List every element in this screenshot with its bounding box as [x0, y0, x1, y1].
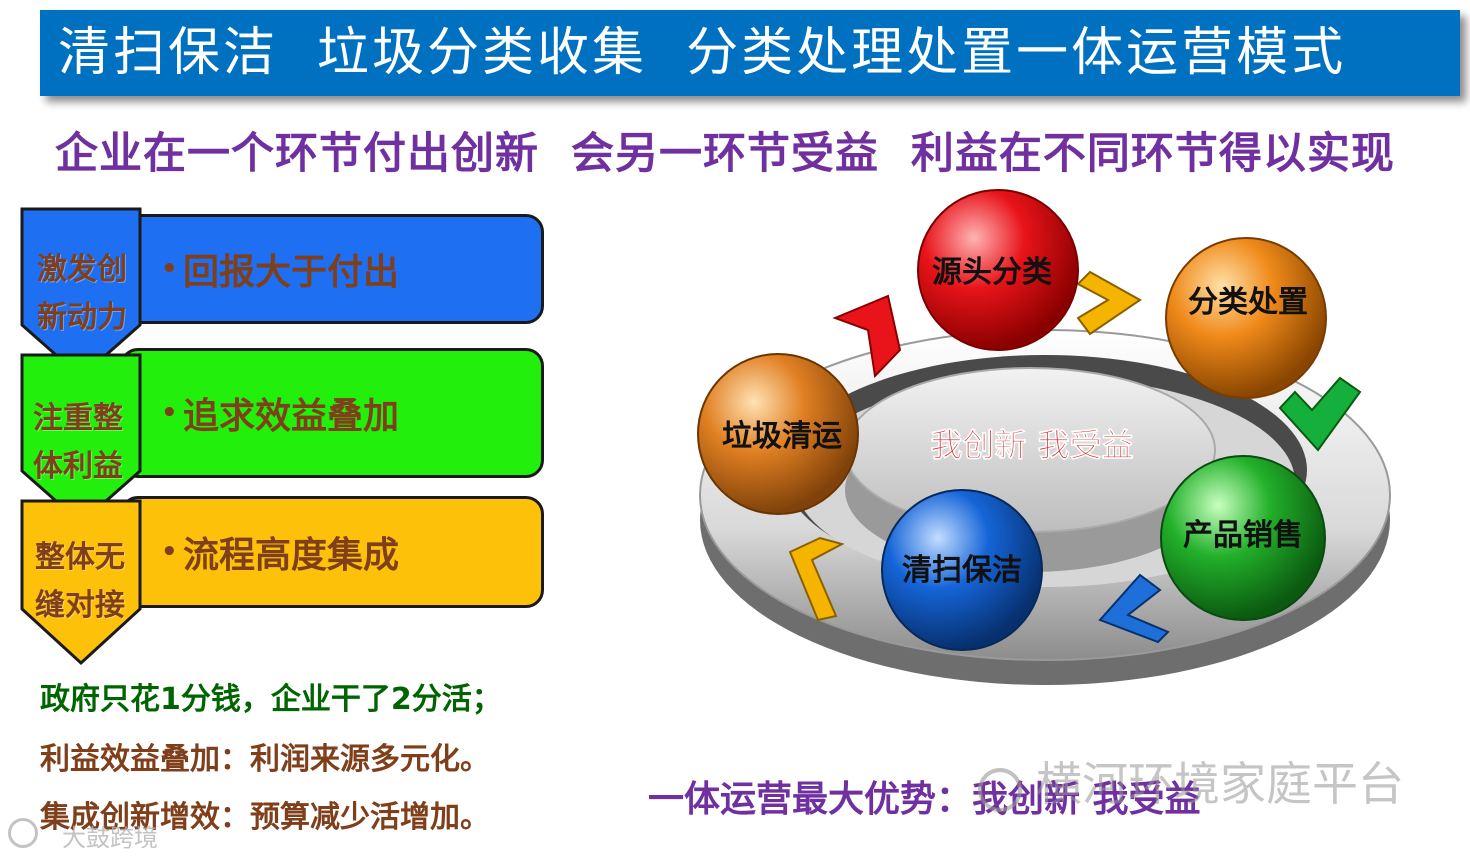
- node-product-sales-label: 产品销售: [1183, 518, 1303, 553]
- node-cleaning: 清扫保洁: [881, 489, 1043, 651]
- chevron-label-2: 注重整 体利益: [18, 395, 138, 491]
- row-box-3: • 流程高度集成: [120, 496, 544, 608]
- node-product-sales: 产品销售: [1160, 455, 1326, 621]
- chevron-label-2-line2: 体利益: [33, 449, 123, 484]
- page-subtitle: 企业在一个环节付出创新 会另一环节受益 利益在不同环节得以实现: [55, 129, 1395, 179]
- arrow-green-icon: [1278, 376, 1362, 452]
- chevron-label-3-line1: 整体无: [35, 540, 125, 575]
- node-waste-transport-label: 垃圾清运: [722, 419, 842, 454]
- row-bullet-text-3: 流程高度集成: [183, 535, 400, 576]
- chevron-label-2-line1: 注重整: [33, 401, 123, 436]
- node-waste-transport: 垃圾清运: [697, 353, 859, 515]
- node-source-sort: 源头分类: [917, 189, 1079, 351]
- chevron-label-1-line2: 新动力: [37, 300, 127, 335]
- watermark-small-text: 大鼓跨境: [62, 824, 158, 852]
- note-2: 利益效益叠加：利润来源多元化。: [40, 742, 490, 777]
- cycle-center-text: 我创新 我受益: [930, 426, 1133, 464]
- chevron-label-3: 整体无 缝对接: [20, 534, 140, 630]
- arrow-yellow-icon: [788, 536, 845, 622]
- arrow-red-icon: [832, 294, 902, 379]
- chevron-2-shape: [20, 353, 142, 525]
- row-bullet-text-2: 追求效益叠加: [183, 396, 400, 437]
- row-bullet-text-1: 回报大于付出: [183, 252, 400, 293]
- chevron-label-1-line1: 激发创: [37, 252, 127, 287]
- chevron-label-3-line2: 缝对接: [35, 588, 125, 623]
- note-1: 政府只花1分钱，企业干了2分活；: [40, 682, 502, 717]
- chevron-3-shape: [20, 499, 142, 666]
- row-box-1: • 回报大于付出: [120, 214, 544, 324]
- chevron-label-1: 激发创 新动力: [22, 246, 142, 342]
- watermark-logo-icon: [978, 768, 1022, 812]
- note-3: 集成创新增效：预算减少活增加。: [40, 800, 490, 835]
- watermark-text: 横河环境家庭平台: [1036, 757, 1404, 811]
- bullet-dot-icon: •: [161, 398, 178, 428]
- page-title: 清扫保洁 垃圾分类收集 分类处理处置一体运营模式: [40, 10, 1460, 96]
- node-source-sort-label: 源头分类: [932, 255, 1052, 290]
- chevron-1-shape: [20, 207, 142, 379]
- arrow-blue-icon: [1098, 573, 1170, 644]
- node-cleaning-label: 清扫保洁: [902, 553, 1022, 588]
- bottom-caption: 一体运营最大优势：我创新 我受益: [648, 779, 1201, 820]
- node-sort-disposal-label: 分类处置: [1188, 285, 1308, 320]
- watermark-small-logo-icon: [8, 818, 38, 848]
- bullet-dot-icon: •: [161, 537, 178, 567]
- bullet-dot-icon: •: [161, 254, 178, 284]
- node-sort-disposal: 分类处置: [1165, 237, 1327, 399]
- chevron-column: [20, 207, 142, 666]
- arrow-orange-icon: [1076, 270, 1142, 336]
- row-box-2: • 追求效益叠加: [120, 348, 544, 478]
